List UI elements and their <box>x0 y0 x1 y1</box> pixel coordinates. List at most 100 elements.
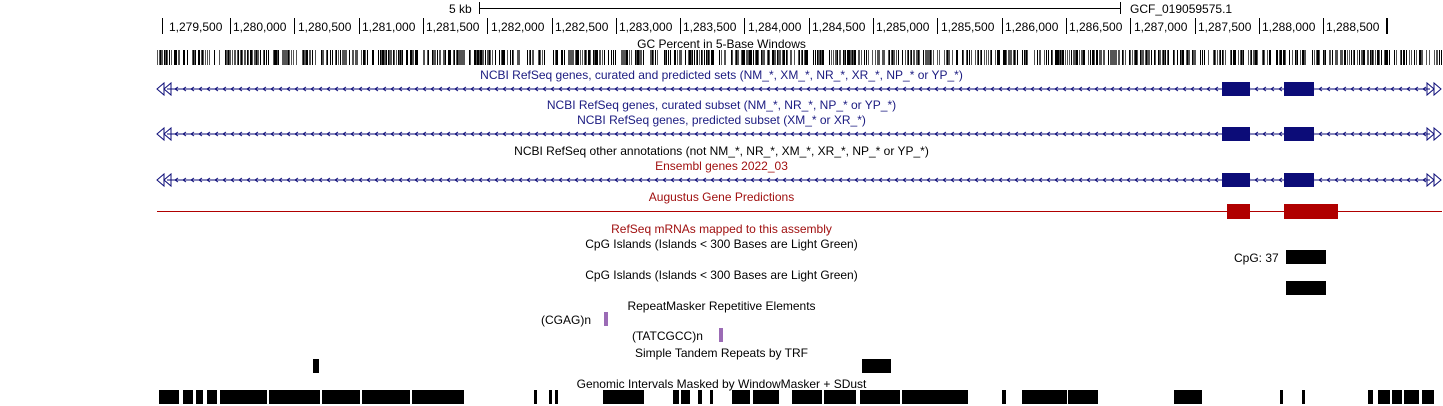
gc-bar <box>407 50 408 65</box>
strand-chevron <box>398 177 403 183</box>
ruler-tick-label: 1,285,500 <box>941 20 995 34</box>
gc-bar <box>410 50 411 65</box>
strand-chevron <box>1198 86 1203 92</box>
gc-bar <box>925 50 926 65</box>
augustus-exon[interactable] <box>1227 204 1250 219</box>
tandem-repeat[interactable] <box>313 359 319 373</box>
gc-bar <box>255 50 256 65</box>
gc-bar <box>1297 50 1298 65</box>
gc-bar <box>1006 50 1007 65</box>
gc-bar <box>401 50 402 65</box>
masked-interval <box>549 390 552 404</box>
strand-chevron <box>966 177 971 183</box>
gc-bar <box>604 50 605 65</box>
gc-bar <box>956 50 957 65</box>
strand-chevron <box>542 177 547 183</box>
strand-chevron <box>542 131 547 137</box>
gc-bar <box>1101 50 1102 65</box>
masked-interval <box>1378 390 1390 404</box>
gc-bar <box>621 50 622 65</box>
gc-bar <box>440 50 441 65</box>
gc-bar <box>999 50 1000 65</box>
strand-chevron <box>1022 131 1027 137</box>
track-label-refseq-other: NCBI RefSeq other annotations (not NM_*,… <box>514 144 929 158</box>
strand-chevron <box>1158 131 1163 137</box>
strand-chevron <box>502 131 507 137</box>
gc-bar <box>787 50 788 65</box>
strand-chevron <box>1134 177 1139 183</box>
gc-bar <box>615 50 616 65</box>
gc-bar <box>843 50 844 65</box>
gc-bar <box>738 50 739 65</box>
strand-chevron <box>558 177 563 183</box>
cpg-island[interactable] <box>1286 281 1326 295</box>
gc-bar <box>309 50 310 65</box>
gc-bar <box>1401 50 1402 65</box>
gc-bar <box>244 50 245 65</box>
gc-bar <box>449 50 450 65</box>
repeat-element[interactable] <box>719 328 723 342</box>
strand-chevron <box>214 131 219 137</box>
gc-bar <box>1437 50 1438 65</box>
ensembl-gene[interactable] <box>155 171 1443 189</box>
gc-bar <box>585 50 586 65</box>
gc-bar <box>462 50 463 65</box>
gc-bar <box>517 50 518 65</box>
gc-bar <box>1248 50 1249 65</box>
strand-chevron <box>1366 131 1371 137</box>
strand-chevron <box>182 177 187 183</box>
refseq-predicted-gene[interactable] <box>155 125 1443 143</box>
gc-bar <box>1076 50 1077 65</box>
strand-chevron <box>1334 86 1339 92</box>
strand-chevron <box>934 131 939 137</box>
gc-bar <box>769 50 770 65</box>
augustus-exon[interactable] <box>1284 204 1338 219</box>
gc-percent-wiggle[interactable] <box>157 50 1442 65</box>
gc-bar <box>1103 50 1104 65</box>
strand-chevron <box>950 86 955 92</box>
gc-bar <box>910 50 911 65</box>
gc-bar <box>763 50 764 65</box>
tandem-repeat[interactable] <box>862 359 891 373</box>
refseq-all-gene[interactable] <box>155 80 1443 98</box>
gc-bar <box>1389 50 1390 65</box>
strand-chevron <box>406 131 411 137</box>
ruler-tick-label: 1,281,500 <box>426 20 480 34</box>
gc-bar <box>631 50 632 65</box>
gc-bar <box>417 50 418 65</box>
gc-bar <box>1341 50 1342 65</box>
strand-chevron <box>1366 177 1371 183</box>
gc-bar <box>335 50 336 65</box>
strand-chevron <box>190 86 195 92</box>
track-label-refseq-all: NCBI RefSeq genes, curated and predicted… <box>480 68 963 82</box>
strand-chevron <box>1158 86 1163 92</box>
gc-bar <box>459 50 460 65</box>
repeat-element[interactable] <box>604 312 608 326</box>
strand-chevron <box>414 177 419 183</box>
strand-chevron <box>934 86 939 92</box>
strand-chevron <box>718 177 723 183</box>
gc-bar <box>1270 50 1271 65</box>
gc-bar <box>474 50 475 65</box>
strand-chevron <box>254 86 259 92</box>
strand-chevron <box>174 177 179 183</box>
augustus-intron-line[interactable] <box>157 211 1442 212</box>
strand-chevron <box>246 177 251 183</box>
strand-chevron <box>870 131 875 137</box>
masked-interval <box>1302 390 1305 404</box>
strand-chevron <box>1070 86 1075 92</box>
gc-bar <box>344 50 345 65</box>
strand-chevron <box>1022 86 1027 92</box>
strand-chevron <box>486 131 491 137</box>
gc-bar <box>336 50 337 65</box>
gc-bar <box>174 50 175 65</box>
cpg-island[interactable] <box>1286 250 1326 264</box>
strand-chevron <box>1174 131 1179 137</box>
gc-bar <box>732 50 733 65</box>
gc-bar <box>1173 50 1174 65</box>
gc-bar <box>1119 50 1120 65</box>
strand-chevron <box>1014 86 1019 92</box>
gc-bar <box>228 50 229 65</box>
strand-chevron <box>1102 86 1107 92</box>
strand-chevron <box>870 177 875 183</box>
